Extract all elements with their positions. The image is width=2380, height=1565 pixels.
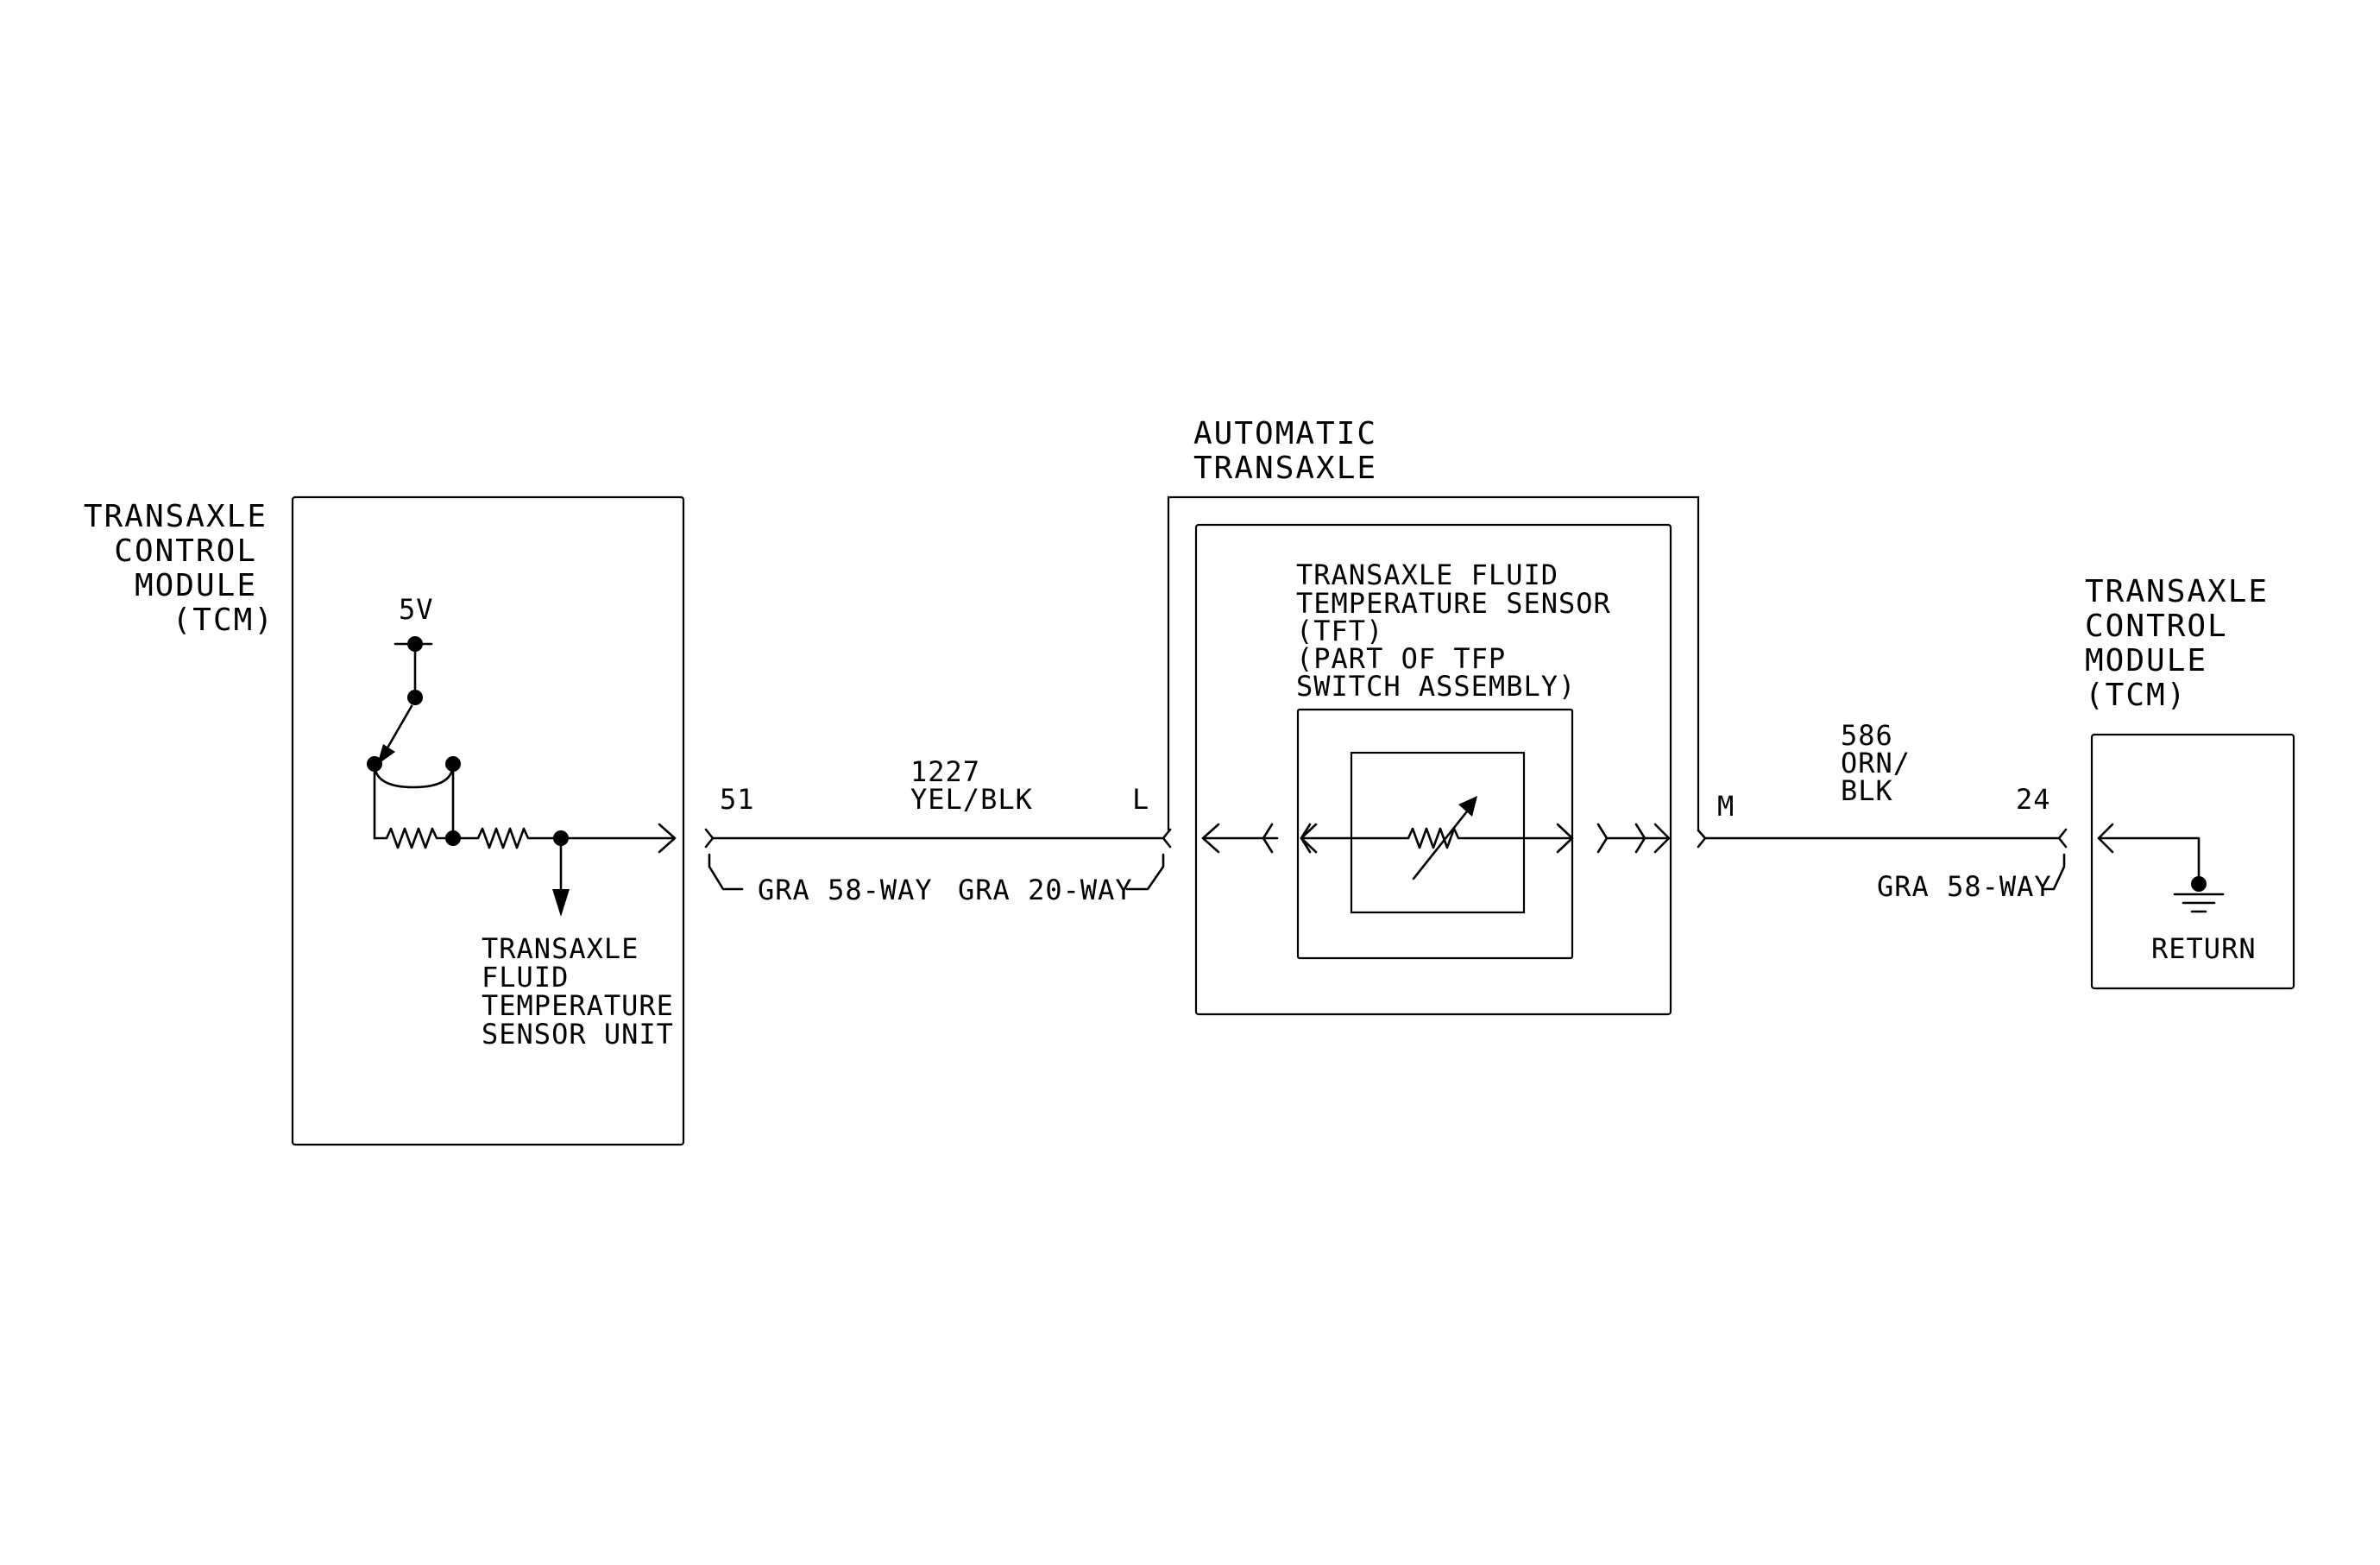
resistor-junction (445, 830, 461, 846)
tft-right-arrow (1556, 823, 1574, 854)
tfp-right-chevron (1596, 823, 1609, 854)
tft-label-5: SWITCH ASSEMBLY) (1296, 670, 1576, 703)
supply-5v-label: 5V (399, 593, 434, 626)
tft-sensor-box (1350, 751, 1526, 914)
sensor-unit-4: SENSOR UNIT (482, 1018, 674, 1051)
tft-label-4: (PART OF TFP (1296, 642, 1506, 675)
return-label: RETURN (2151, 932, 2257, 965)
transaxle-title-2: TRANSAXLE (1193, 451, 1377, 486)
tft-label-2: TEMPERATURE SENSOR (1296, 587, 1611, 620)
tcm-left-title-4: (TCM) (173, 603, 274, 638)
tcm-right-title-2: CONTROL (2085, 609, 2228, 644)
tfp-switch-box (1296, 708, 1574, 960)
tcm-left-title-3: MODULE (135, 568, 257, 603)
sensor-unit-3: TEMPERATURE (482, 989, 674, 1022)
circuit-586: 586 (1841, 719, 1893, 752)
pin-24: 24 (2016, 783, 2051, 816)
resistor-1 (373, 827, 455, 849)
wire-586: M 586 ORN/ BLK 24 GRA 58-WAY (1697, 719, 2068, 903)
supply-node (407, 636, 423, 652)
switch-pivot-node (407, 690, 423, 705)
switch-arm (381, 704, 413, 757)
sensor-unit-2: FLUID (482, 961, 569, 994)
tcm-right-title-4: (TCM) (2085, 678, 2187, 713)
pin-51: 51 (720, 783, 755, 816)
tcm-right-box (2090, 733, 2295, 990)
circuit-1227: 1227 (910, 755, 980, 788)
trans-right-chevron-2 (1653, 823, 1671, 854)
tft-label-1: TRANSAXLE FLUID (1296, 558, 1558, 591)
connector-trans-l-chevron (1162, 828, 1172, 849)
transaxle-outer-outline-top (1167, 495, 1700, 830)
tcm-left-box (291, 495, 685, 1146)
sensor-unit-1: TRANSAXLE (482, 932, 639, 965)
color-blk: BLK (1841, 774, 1893, 807)
tcm-right-input-wire (2097, 836, 2201, 884)
pin-m: M (1717, 790, 1735, 823)
tft-label-3: (TFT) (1296, 615, 1383, 647)
tcm-right: TRANSAXLE CONTROL MODULE (TCM) RETURN (2085, 574, 2295, 990)
connector-gra-58-right: GRA 58-WAY (1877, 870, 2052, 903)
tcm-left: TRANSAXLE CONTROL MODULE (TCM) 5V TRANSA… (84, 495, 685, 1146)
trans-left-chevron (1262, 823, 1274, 854)
transaxle-inner-box (1194, 523, 1672, 1016)
resistor-2 (451, 827, 563, 849)
connector-gra-20: GRA 20-WAY (958, 874, 1133, 906)
tcm-right-title-1: TRANSAXLE (2085, 574, 2269, 609)
connector-bracket-586 (2042, 853, 2066, 891)
variable-arrowhead (1458, 796, 1477, 817)
transaxle-title-1: AUTOMATIC (1193, 416, 1377, 451)
tcm-right-title-3: MODULE (2085, 643, 2207, 678)
connector-gra-58-left: GRA 58-WAY (758, 874, 933, 906)
tcm-left-output-arrow (658, 823, 677, 854)
switch-arrowhead (377, 744, 395, 765)
ground-icon (2173, 893, 2225, 913)
sensor-tap-arrowhead (552, 889, 570, 917)
connector-bracket-left (708, 853, 744, 891)
color-yel-blk: YEL/BLK (910, 783, 1033, 816)
wire-1227: 51 1227 YEL/BLK L GRA 58-WAY GRA 20-WAY (704, 755, 1172, 906)
automatic-transaxle: AUTOMATIC TRANSAXLE TRANSAXLE FLUID TEMP… (1167, 416, 1700, 1016)
ground-node (2191, 876, 2207, 892)
tft-variable-resistor (1300, 827, 1574, 849)
pin-l: L (1132, 783, 1149, 816)
tcm-left-title-2: CONTROL (114, 533, 257, 569)
connector-bracket-right (1125, 853, 1165, 891)
variable-arrow-shaft (1412, 810, 1469, 880)
color-orn: ORN/ (1841, 747, 1911, 779)
connector-tcm-right-chevron (2057, 828, 2068, 849)
tcm-left-title-1: TRANSAXLE (84, 499, 268, 534)
switch-jumper (373, 762, 455, 789)
